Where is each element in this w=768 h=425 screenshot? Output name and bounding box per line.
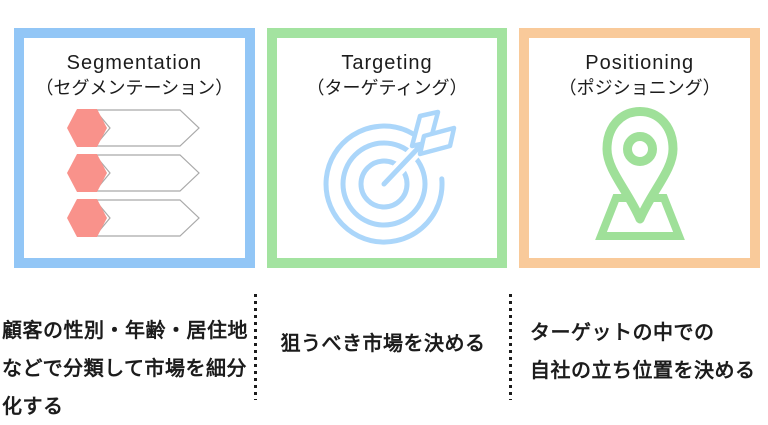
positioning-description: ターゲットの中での 自社の立ち位置を決める (530, 322, 756, 382)
segment-row (67, 199, 201, 237)
segment-row (67, 109, 201, 147)
segmented-arrow-list-icon (67, 109, 201, 237)
dotted-divider (254, 294, 257, 400)
dartboard-dart-icon (323, 109, 457, 245)
targeting-title-en: Targeting (341, 52, 433, 74)
positioning-card: Positioning （ポジショニング） (519, 28, 761, 268)
targeting-card: Targeting （ターゲティング） (266, 28, 508, 268)
segmentation-title-en: Segmentation (66, 52, 203, 74)
segmentation-description: 顧客の性別・年齢・居住地 などで分類して市場を細分 化する (2, 320, 248, 418)
targeting-title-ja: （ターゲティング） (306, 78, 468, 98)
segmentation-card: Segmentation （セグメンテーション） (14, 28, 255, 268)
dotted-divider (509, 294, 512, 400)
targeting-description: 狙うべき市場を決める (280, 333, 486, 355)
positioning-title-en: Positioning (585, 52, 695, 74)
map-pin-icon (594, 107, 685, 240)
stp-cards-row: Segmentation （セグメンテーション） Targeting (14, 28, 761, 268)
segmentation-title-ja: （セグメンテーション） (35, 78, 234, 98)
descriptions-row: 顧客の性別・年齢・居住地 などで分類して市場を細分 化する 狙うべき市場を決める… (0, 270, 768, 425)
segment-row (67, 154, 201, 192)
positioning-title-ja: （ポジショニング） (558, 78, 721, 98)
